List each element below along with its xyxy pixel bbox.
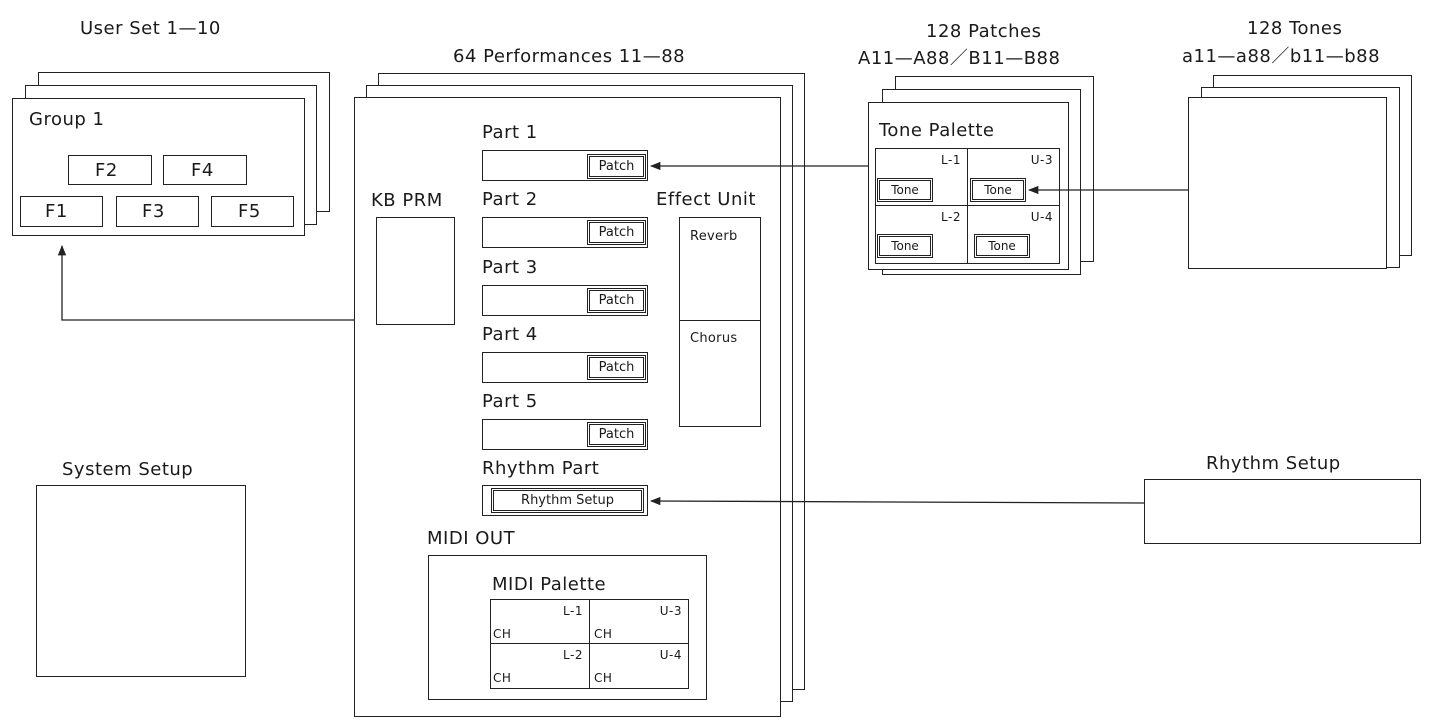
part-1-label: Part 1 bbox=[482, 122, 538, 143]
chorus-block[interactable]: Chorus bbox=[679, 320, 761, 427]
tones-title-line2: a11—a88／b11—b88 bbox=[1182, 46, 1381, 67]
f2-button[interactable]: F2 bbox=[68, 155, 152, 185]
wire-performance-to-user-set bbox=[57, 244, 354, 321]
midi-cell-l2-ch: CH bbox=[493, 671, 512, 685]
midi-cell-u4[interactable]: U-4 CH bbox=[589, 643, 689, 689]
tone-palette-title: Tone Palette bbox=[879, 120, 995, 141]
tone-cell-u3-tone[interactable]: Tone bbox=[970, 178, 1026, 202]
midi-palette-title: MIDI Palette bbox=[492, 574, 607, 595]
rhythm-setup-title: Rhythm Setup bbox=[1206, 453, 1341, 474]
tone-cell-l2-corner: L-2 bbox=[941, 210, 961, 224]
midi-cell-u3-ch: CH bbox=[594, 627, 613, 641]
f3-button[interactable]: F3 bbox=[116, 196, 199, 227]
tone-cell-l1-corner: L-1 bbox=[941, 153, 961, 167]
patches-title-line1: 128 Patches bbox=[926, 21, 1042, 42]
part-2-patch[interactable]: Patch bbox=[587, 220, 646, 245]
f1-label: F1 bbox=[45, 201, 68, 222]
tone-cell-u4-tone[interactable]: Tone bbox=[974, 234, 1030, 258]
reverb-label: Reverb bbox=[690, 229, 738, 244]
midi-cell-l1-corner: L-1 bbox=[563, 604, 583, 618]
rhythm-setup-slot[interactable]: Rhythm Setup bbox=[491, 488, 644, 513]
f4-button[interactable]: F4 bbox=[163, 155, 247, 185]
rhythm-part-label: Rhythm Part bbox=[482, 458, 600, 479]
f5-button[interactable]: F5 bbox=[211, 196, 294, 227]
midi-cell-l2-corner: L-2 bbox=[563, 648, 583, 662]
performances-title: 64 Performances 11—88 bbox=[453, 46, 686, 67]
f1-button[interactable]: F1 bbox=[20, 196, 103, 227]
midi-cell-l1[interactable]: L-1 CH bbox=[490, 599, 590, 644]
part-4-label: Part 4 bbox=[482, 324, 538, 345]
patches-title-line2: A11—A88／B11—B88 bbox=[858, 48, 1061, 69]
part-1-patch[interactable]: Patch bbox=[587, 154, 646, 179]
f4-label: F4 bbox=[191, 160, 214, 181]
midi-cell-u4-ch: CH bbox=[594, 671, 613, 685]
part-5-patch[interactable]: Patch bbox=[587, 422, 646, 447]
reverb-block[interactable]: Reverb bbox=[679, 217, 761, 321]
user-set-title: User Set 1—10 bbox=[80, 18, 221, 39]
part-5-label: Part 5 bbox=[482, 391, 538, 412]
rhythm-setup-box[interactable] bbox=[1144, 479, 1421, 544]
f3-label: F3 bbox=[142, 201, 165, 222]
midi-cell-l2[interactable]: L-2 CH bbox=[490, 643, 590, 689]
midi-cell-u3-corner: U-3 bbox=[659, 604, 682, 618]
part-4-patch[interactable]: Patch bbox=[587, 355, 646, 380]
part-3-patch[interactable]: Patch bbox=[587, 288, 646, 313]
tones-panel[interactable] bbox=[1188, 97, 1387, 269]
kb-prm-label: KB PRM bbox=[371, 190, 443, 211]
tone-cell-u4-corner: U-4 bbox=[1030, 210, 1053, 224]
part-2-label: Part 2 bbox=[482, 189, 538, 210]
tone-cell-l2-tone[interactable]: Tone bbox=[877, 234, 933, 258]
part-3-label: Part 3 bbox=[482, 257, 538, 278]
system-setup-box[interactable] bbox=[36, 485, 246, 677]
kb-prm-box[interactable] bbox=[376, 217, 455, 325]
midi-out-label: MIDI OUT bbox=[427, 528, 516, 549]
f5-label: F5 bbox=[238, 201, 261, 222]
tones-title-line1: 128 Tones bbox=[1247, 18, 1343, 39]
tone-cell-l1-tone[interactable]: Tone bbox=[877, 178, 933, 202]
group-title: Group 1 bbox=[29, 109, 105, 130]
effect-unit-title: Effect Unit bbox=[656, 189, 756, 210]
f2-label: F2 bbox=[95, 160, 118, 181]
system-setup-title: System Setup bbox=[62, 459, 194, 480]
tone-cell-u3-corner: U-3 bbox=[1030, 153, 1053, 167]
midi-cell-u3[interactable]: U-3 CH bbox=[589, 599, 689, 644]
midi-cell-l1-ch: CH bbox=[493, 627, 512, 641]
midi-cell-u4-corner: U-4 bbox=[659, 648, 682, 662]
chorus-label: Chorus bbox=[690, 331, 738, 346]
